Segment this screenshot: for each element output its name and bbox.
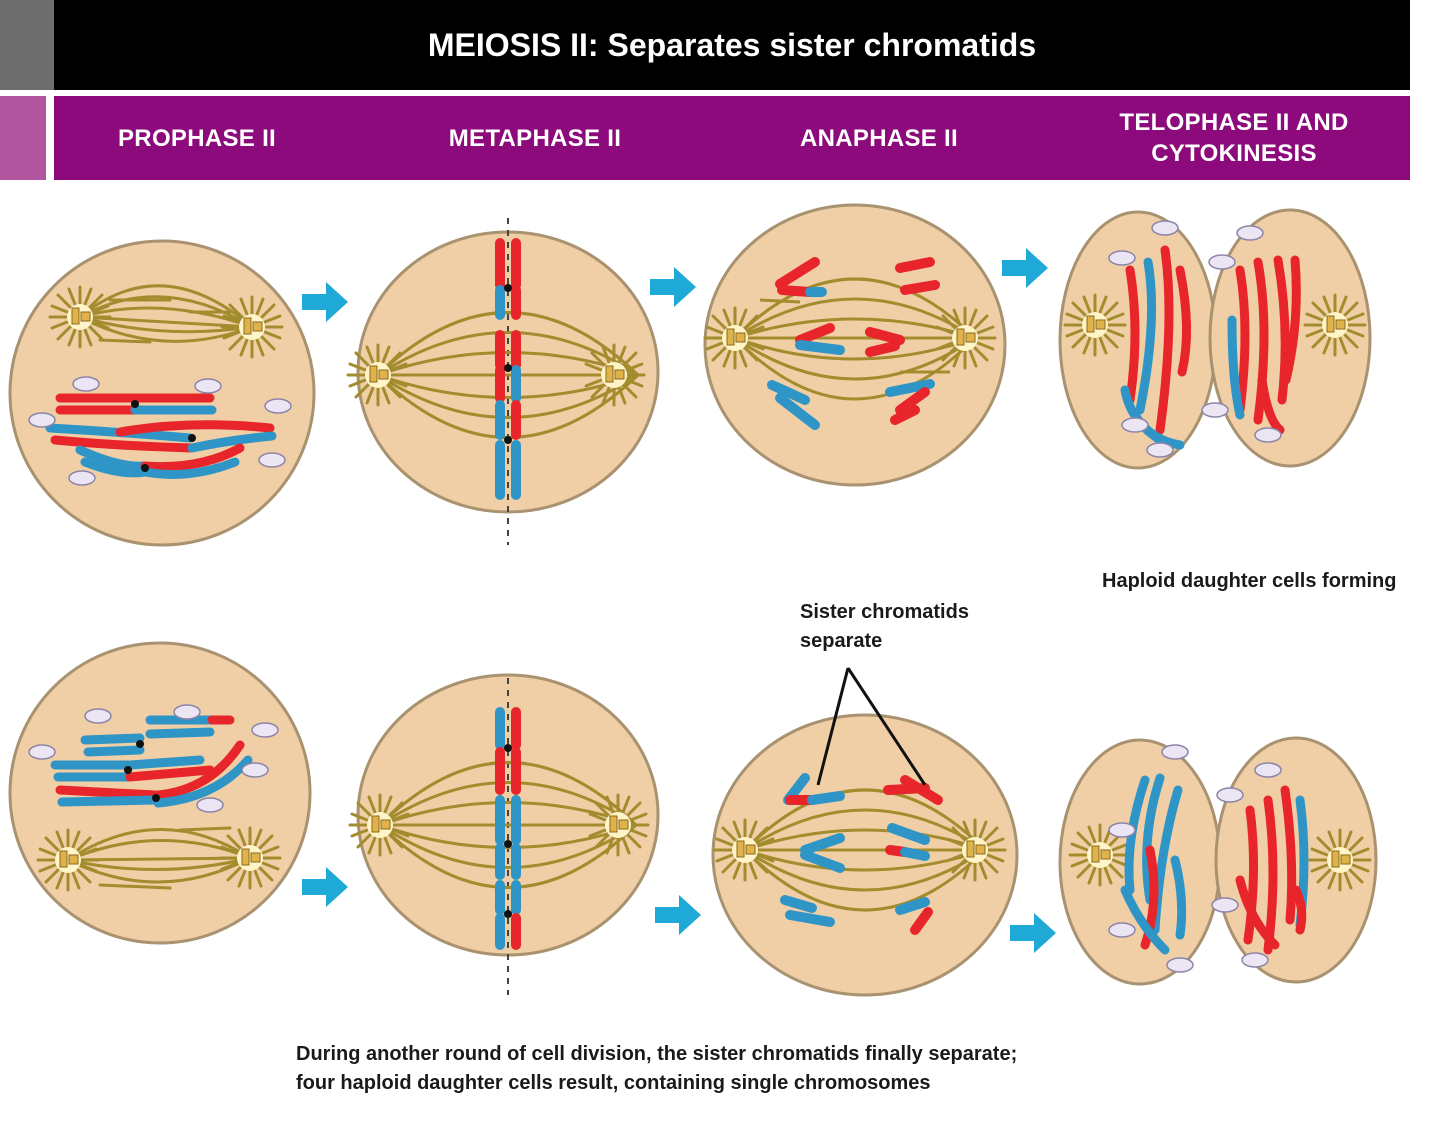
page-title: MEIOSIS II: Separates sister chromatids (427, 26, 1037, 63)
phase-label-anaphase: ANAPHASE II (800, 124, 958, 152)
phase-label-metaphase: METAPHASE II (448, 124, 622, 152)
phase-label-telophase: TELOPHASE II AND CYTOKINESIS (1119, 109, 1349, 167)
cell-anaphase-bottom (711, 713, 1019, 997)
caption-line-1: During another round of cell division, t… (296, 1043, 1018, 1065)
cell-prophase-bottom (8, 641, 312, 945)
arrow-icon (655, 895, 701, 935)
phase-header-bar: PROPHASE II METAPHASE II ANAPHASE II TEL… (54, 96, 1410, 180)
cell-metaphase-top (346, 218, 660, 545)
phase-label-prophase: PROPHASE II (118, 124, 276, 152)
arrow-icon (302, 867, 348, 907)
arrow-icon (650, 267, 696, 307)
annotation-sister-chromatids: Sister chromatids separate (800, 601, 969, 652)
cell-telophase-top (1058, 208, 1372, 470)
callout-lines (816, 667, 927, 786)
arrow-icon (1002, 248, 1048, 288)
caption-line-2: four haploid daughter cells result, cont… (296, 1072, 931, 1094)
title-bar: MEIOSIS II: Separates sister chromatids (54, 0, 1410, 90)
cell-anaphase-top (703, 203, 1007, 487)
annotation-haploid-cells: Haploid daughter cells forming (1102, 570, 1397, 592)
arrow-icon (302, 282, 348, 322)
cell-prophase-top (8, 239, 316, 547)
arrow-icon (1010, 913, 1056, 953)
corner-accent-grey (0, 0, 54, 90)
cell-metaphase-bottom (348, 673, 660, 995)
caption: During another round of cell division, t… (296, 1040, 1296, 1098)
cell-telophase-bottom (1058, 736, 1378, 986)
corner-accent-pink (0, 96, 46, 180)
